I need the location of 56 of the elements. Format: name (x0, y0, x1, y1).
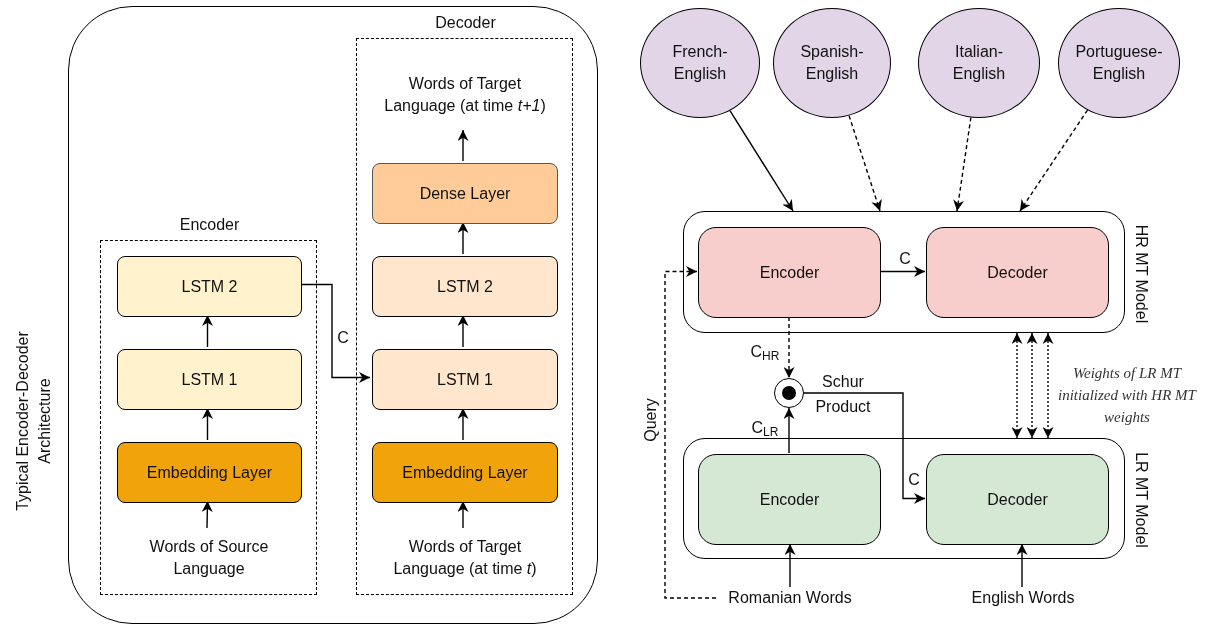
text-label: Romanian Words (727, 588, 853, 608)
arrow (953, 116, 972, 212)
node-label: Spanish-English (799, 42, 865, 84)
text-label: Words of Target Language (at time t) (392, 537, 538, 579)
arrow (879, 266, 926, 277)
arrow (783, 316, 795, 379)
text-label: Words of Source Language (148, 537, 270, 579)
layer-box (372, 442, 558, 503)
layer-box (117, 349, 302, 410)
arrow (457, 129, 469, 162)
module-box (926, 227, 1109, 318)
node-label: Embedding Layer (145, 462, 274, 483)
text-label: English Words (970, 588, 1076, 608)
arrow (729, 109, 794, 212)
node-label: Decoder (986, 262, 1049, 283)
node-label: LSTM 1 (180, 369, 239, 390)
node-label: LSTM 2 (180, 276, 239, 297)
operation-label: Schur Product (814, 372, 872, 417)
layer-box (372, 163, 558, 224)
layer-box (372, 256, 558, 317)
arrow (848, 114, 882, 212)
note-text: Weights of LR MT initialized with HR MT weights (1058, 364, 1196, 427)
layer-box (117, 256, 302, 317)
edge-label: C$_{LR}$ (750, 419, 780, 437)
node-label: LSTM 1 (436, 369, 494, 390)
group-title: HR MT Model (1132, 224, 1151, 324)
node-label: Embedding Layer (401, 462, 529, 483)
arrow (1011, 332, 1023, 439)
edge-label: Query (642, 397, 660, 443)
layer-box (117, 442, 302, 503)
group-title: Encoder (179, 215, 240, 235)
node-label: Encoder (758, 489, 821, 510)
arrow (784, 543, 796, 588)
module-box (698, 454, 881, 545)
group-title: Typical Encoder-Decoder Architecture (13, 330, 54, 513)
node-label: Dense Layer (418, 183, 512, 204)
node-label: Decoder (986, 489, 1049, 510)
arrow (1042, 332, 1054, 439)
text-label: Words of Target Language (at time t+1) (383, 74, 547, 116)
node-label: French-English (671, 42, 729, 84)
layer-box (372, 349, 558, 410)
node-label: Portuguese-English (1074, 42, 1164, 84)
group-title: Decoder (435, 13, 496, 33)
module-box (926, 454, 1109, 545)
arrow (783, 407, 795, 454)
arrow (1026, 332, 1038, 439)
node-label: Encoder (758, 262, 821, 283)
node-label: LSTM 2 (436, 276, 494, 297)
arrow (664, 266, 717, 599)
edge-label: C$_{HR}$ (749, 343, 781, 361)
arrow (1016, 543, 1028, 588)
arrow (1019, 109, 1089, 212)
group-title: LR MT Model (1132, 452, 1151, 548)
node-label: Italian-English (951, 42, 1007, 84)
arrow (803, 392, 926, 504)
module-box (698, 227, 881, 318)
